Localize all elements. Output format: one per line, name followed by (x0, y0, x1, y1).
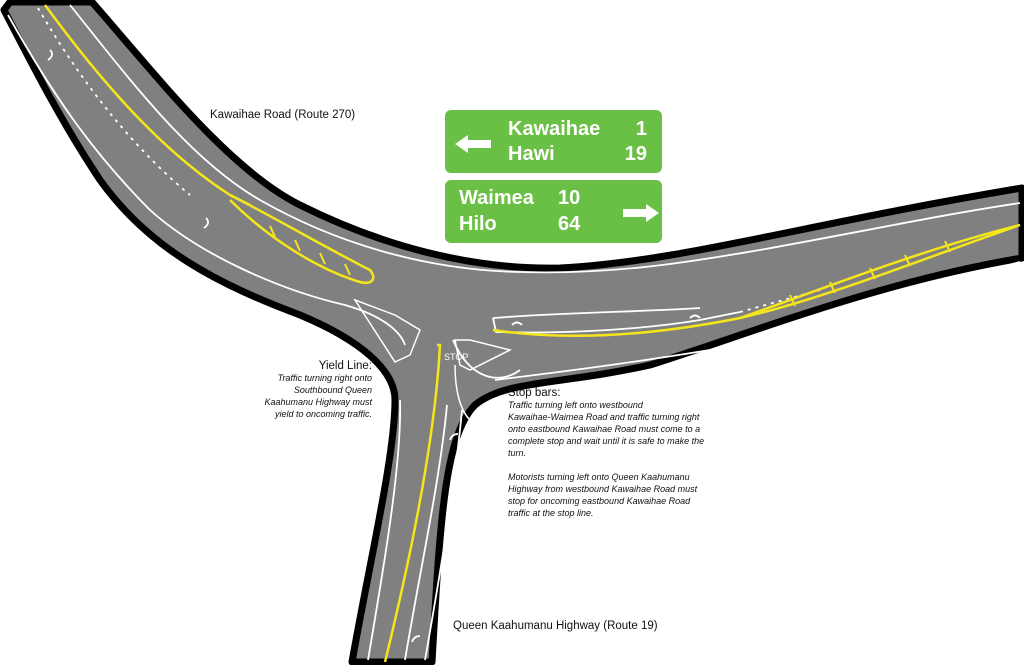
sign-divider (445, 173, 662, 180)
median-hatching (269, 225, 951, 307)
guide-sign-bottom-panel: Waimea 10 Hilo 64 (445, 180, 662, 243)
stop-bars-note: Stop bars: Traffic turning left onto wes… (508, 387, 738, 519)
sign-destination-kawaihae: Kawaihae (508, 118, 601, 140)
stop-bars-body: Traffic turning left onto westbound Kawa… (508, 400, 705, 518)
queen-kaahumanu-label: Queen Kaahumanu Highway (Route 19) (453, 620, 658, 632)
kawaihae-road-label: Kawaihae Road (Route 270) (210, 109, 356, 121)
sign-distance-hawi: 19 (624, 143, 647, 165)
yield-line-note: Yield Line: Traffic turning right onto S… (232, 360, 372, 420)
stop-bars-title: Stop bars: (508, 387, 561, 399)
sign-destination-hilo: Hilo (459, 213, 497, 235)
sign-destination-waimea: Waimea (459, 187, 534, 209)
sign-distance-waimea: 10 (558, 187, 581, 209)
right-arrow-icon (623, 204, 659, 222)
lane-lines (7, 4, 1021, 661)
sign-distance-hilo: 64 (558, 213, 581, 235)
yield-line-body: Traffic turning right onto Southbound Qu… (264, 373, 372, 419)
channelizing-islands (353, 298, 513, 421)
turn-arrow-markings (47, 49, 701, 643)
center-lines (43, 4, 1021, 663)
sign-destination-hawi: Hawi (508, 143, 555, 165)
guide-sign-top-panel: Kawaihae 1 Hawi 19 (445, 110, 662, 173)
left-arrow-icon (455, 135, 491, 153)
stop-pavement-text: STOP (444, 352, 468, 362)
yield-line-title: Yield Line: (318, 360, 372, 372)
sign-distance-kawaihae: 1 (635, 118, 647, 140)
